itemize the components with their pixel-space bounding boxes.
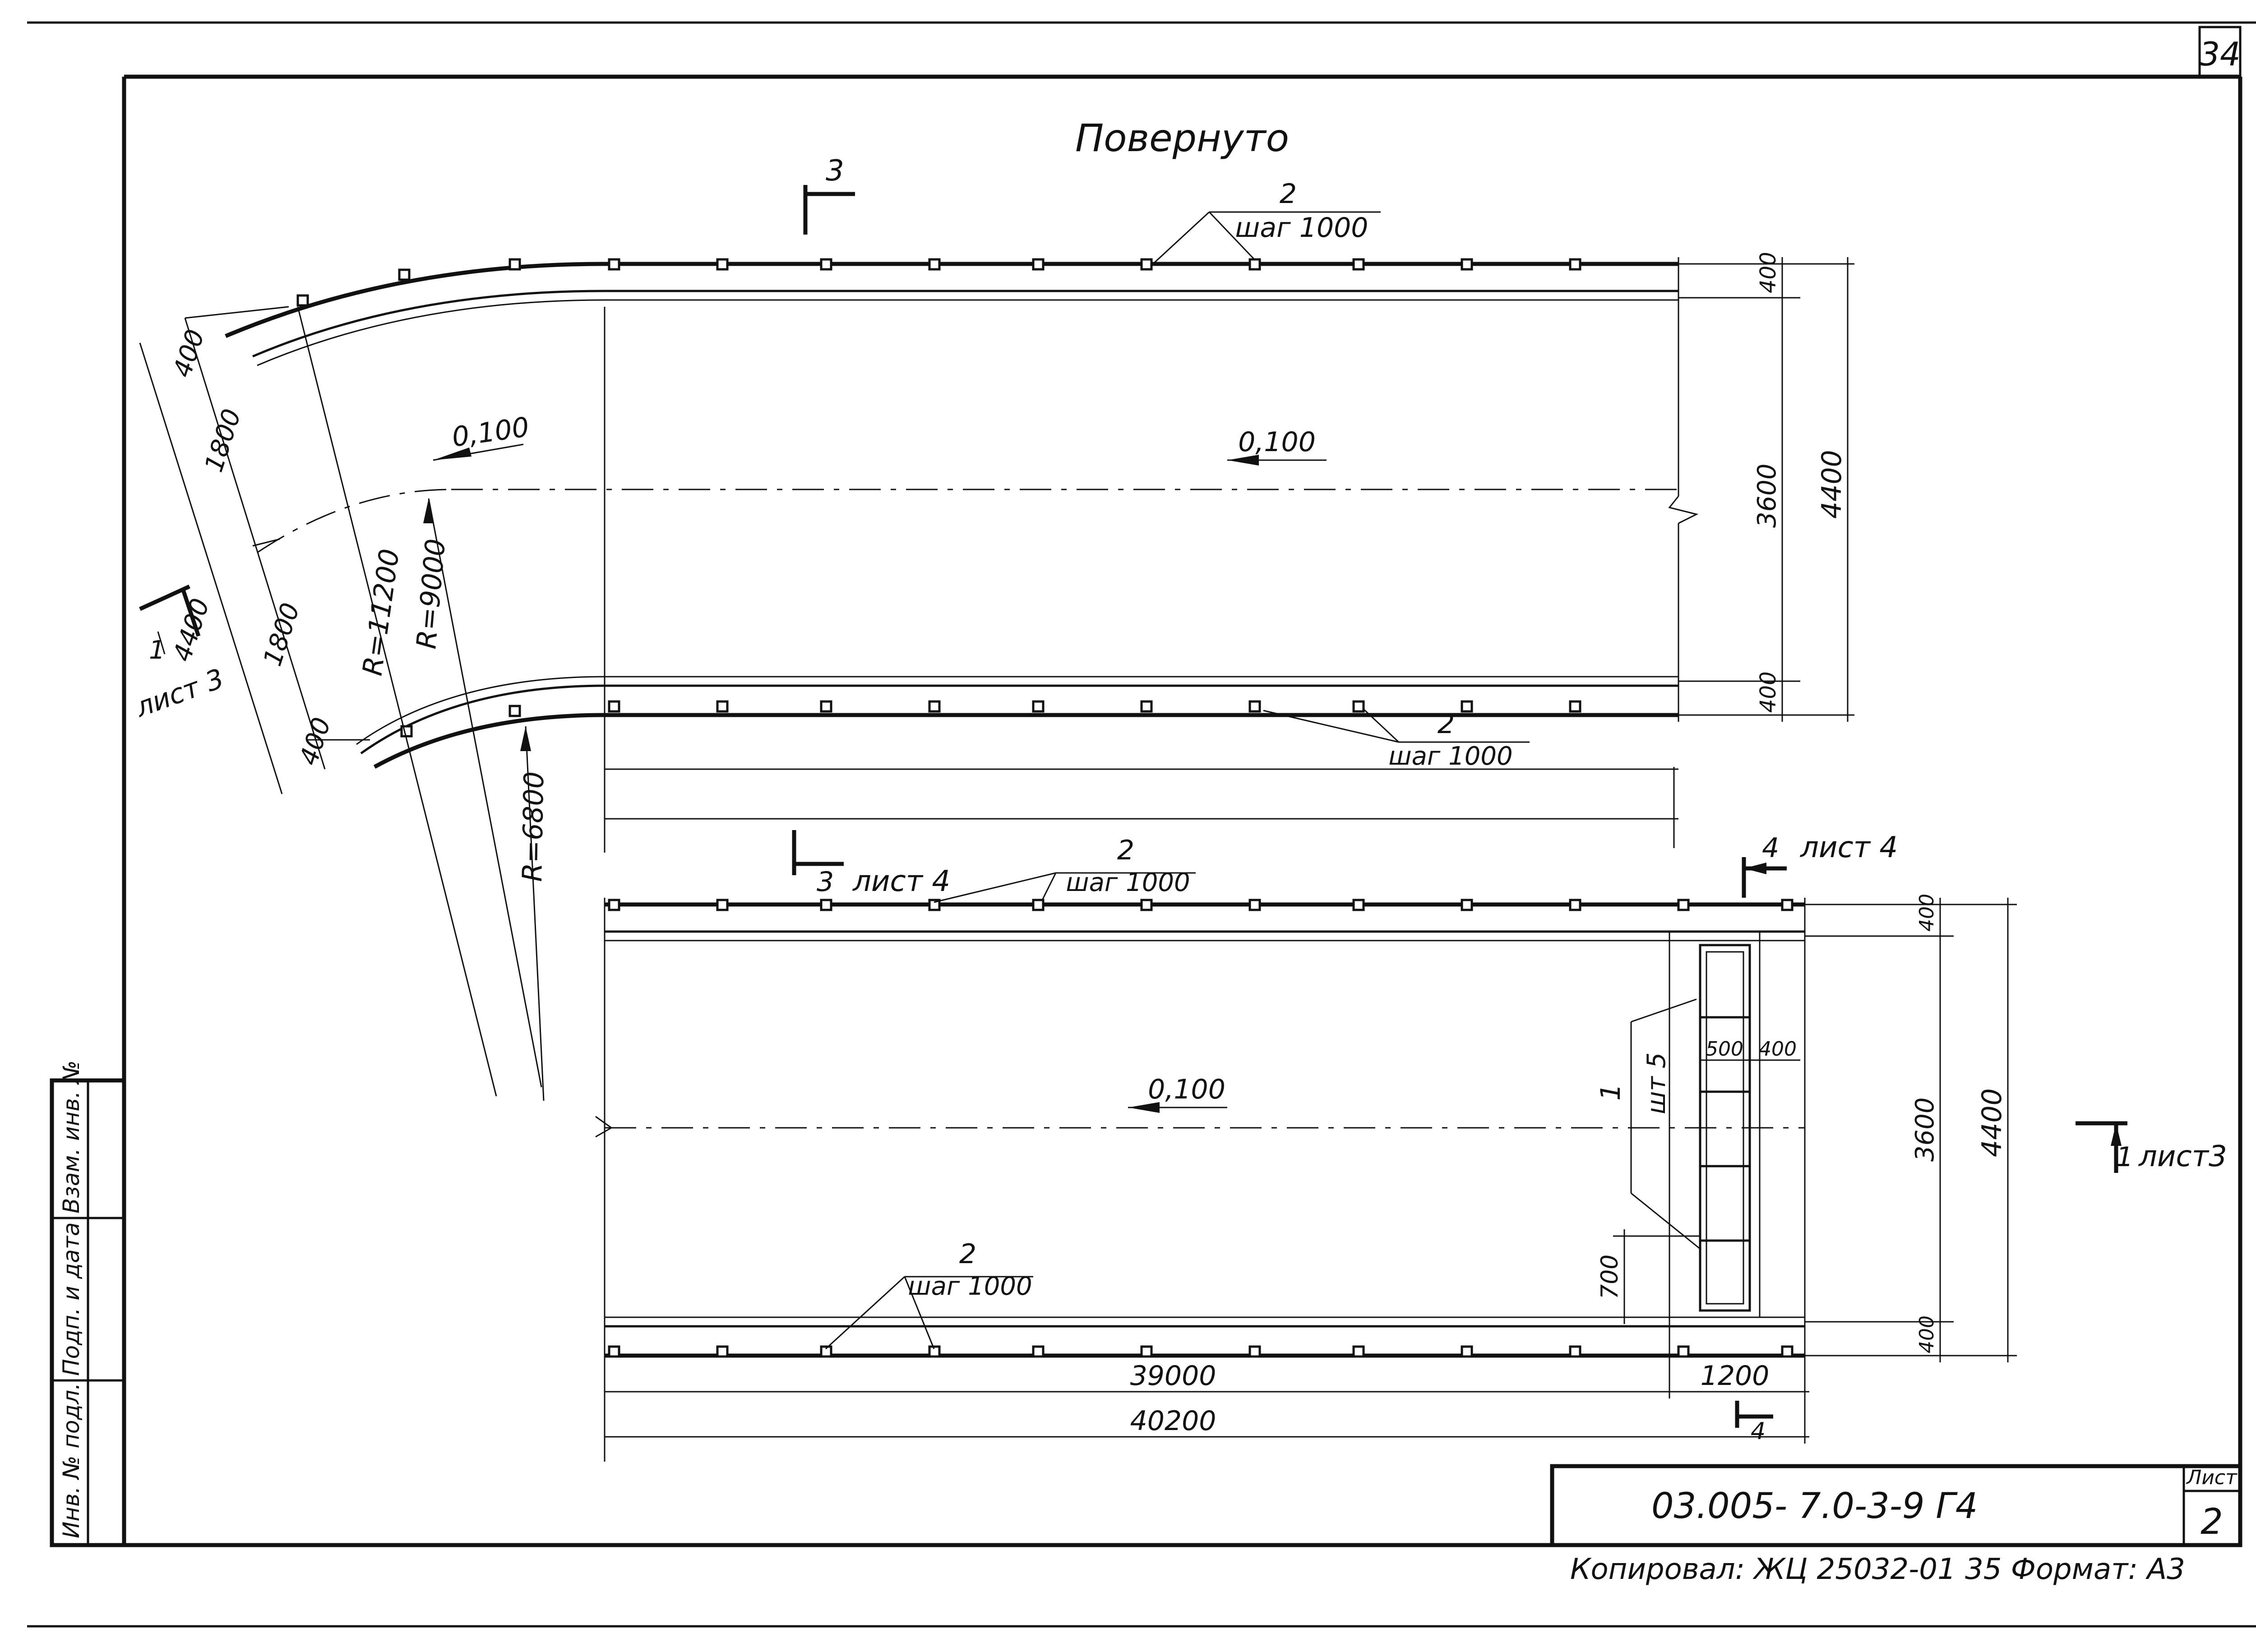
bottom-view: 500 400 1 шт 5 [595, 830, 2227, 1462]
left-dim-4400: 4400 [167, 595, 215, 665]
radius-11200: R=11200 [357, 547, 406, 678]
cut-1-sheet: лист 3 [131, 663, 228, 724]
radius-6800: R=6800 [517, 771, 550, 882]
list-number: 2 [2201, 1502, 2223, 1542]
bottom-callout-bottom-num: 2 [959, 1238, 976, 1270]
bottom-view-bolts [608, 899, 1794, 1358]
bottom-right-dimensions: 400 3600 400 4400 [1805, 894, 2017, 1362]
dim-700: 700 [1596, 1229, 1701, 1324]
section-4-bottom: 4 [1751, 1418, 1766, 1445]
bottom-dimensions: 39000 1200 40200 4 [605, 1356, 1809, 1445]
dim-40200: 40200 [1130, 1405, 1216, 1437]
left-dim-400-top: 400 [167, 326, 210, 381]
stamp-vzam-inv: Взам. инв. № [58, 1061, 84, 1214]
bottom-right-dim-400b: 400 [1915, 1315, 1938, 1353]
top-right-dim-3600: 3600 [1752, 463, 1782, 528]
section-mark-3-label: 3 [826, 154, 844, 188]
cell-dim-500: 500 [1706, 1038, 1743, 1061]
bolt-callout-bottom-step: шаг 1000 [1388, 742, 1512, 771]
section-mark-3-top: 3 [803, 154, 855, 235]
top-view-bolts [296, 258, 1581, 738]
section-4-mark-top: 4 лист 4 [1742, 831, 1898, 898]
section-1-sheet: лист3 [2138, 1140, 2227, 1173]
bottom-bolt-callout-bottom: 2 шаг 1000 [825, 1238, 1033, 1350]
view-title: Повернуто [1075, 116, 1289, 160]
section-4-num: 4 [1762, 832, 1779, 864]
item-1-qty: шт 5 [1642, 1052, 1671, 1114]
bottom-level-mark: 0,100 [1128, 1074, 1227, 1113]
level-mark-left: 0,100 [433, 411, 531, 461]
sheet-number: 34 [2199, 35, 2241, 73]
section-3-num: 3 [817, 866, 834, 898]
left-dim-400-bottom: 400 [294, 714, 337, 769]
dim-1200: 1200 [1701, 1360, 1770, 1392]
bottom-right-dim-4400: 4400 [1976, 1088, 2008, 1157]
top-right-dimensions: 400 3600 400 4400 [1678, 252, 1854, 722]
list-label: Лист [2186, 1466, 2238, 1489]
bottom-callout-top-step: шаг 1000 [1066, 868, 1190, 897]
grate-panel: 500 400 [1669, 932, 1800, 1356]
left-dim-1800-b: 1800 [258, 600, 305, 670]
top-right-dim-4400: 4400 [1816, 450, 1848, 519]
bottom-bolt-callout-top: 2 шаг 1000 [934, 835, 1196, 903]
section-3-mark: 3 лист 4 [792, 830, 950, 898]
bottom-callout-top-num: 2 [1117, 835, 1134, 866]
copied-text: Копировал: ЖЦ 25032-01 35 Формат: А3 [1570, 1553, 2185, 1586]
cell-dim-400: 400 [1759, 1038, 1797, 1061]
section-1-mark: 1 лист3 [2076, 1121, 2227, 1173]
section-3-sheet: лист 4 [852, 865, 950, 898]
bolt-callout-top-step: шаг 1000 [1235, 212, 1368, 244]
bottom-right-dim-3600: 3600 [1910, 1097, 1940, 1162]
dim-39000: 39000 [1130, 1360, 1216, 1392]
radius-9000: R=9000 [411, 537, 452, 650]
bottom-level-text: 0,100 [1148, 1074, 1225, 1105]
level-left-text: 0,100 [450, 411, 531, 453]
section-4-sheet: лист 4 [1799, 831, 1898, 864]
stamp-inv-podl: Инв. № подл. [58, 1383, 84, 1538]
drawing-code: 03.005- 7.0-3-9 Г4 [1651, 1486, 1978, 1527]
cut-1-num: 1 [149, 636, 165, 665]
drawing-frame: 34 [27, 21, 2256, 1628]
item-1-callout: 1 шт 5 [1595, 998, 1701, 1251]
bolt-callout-bottom: 2 шаг 1000 [1263, 707, 1530, 771]
left-dimension-chain: 400 1800 1800 400 4400 [139, 306, 370, 794]
top-right-dim-400b: 400 [1756, 671, 1781, 713]
bottom-right-dim-400a: 400 [1915, 894, 1938, 932]
bottom-callout-bottom-step: шаг 1000 [908, 1272, 1032, 1301]
item-1-num: 1 [1595, 1084, 1627, 1101]
section-1-num: 1 [2116, 1141, 2133, 1173]
top-view: Повернуто [131, 116, 1854, 1101]
side-stamp: Инв. № подл. Подп. и дата Взам. инв. № [50, 1061, 126, 1547]
top-right-dim-400a: 400 [1756, 252, 1781, 293]
bolt-callout-top-num: 2 [1280, 178, 1297, 210]
level-mark-center: 0,100 [1227, 426, 1327, 466]
left-dim-1800-a: 1800 [199, 406, 247, 476]
stamp-podp-data: Подп. и дата [58, 1222, 84, 1376]
title-block: 03.005- 7.0-3-9 Г4 Лист 2 Копировал: ЖЦ … [1550, 1464, 2242, 1586]
level-center-text: 0,100 [1238, 426, 1316, 458]
bolt-callout-top: 2 шаг 1000 [1150, 178, 1381, 267]
bolt-callout-bottom-num: 2 [1438, 708, 1455, 740]
dim-700-text: 700 [1596, 1255, 1623, 1299]
